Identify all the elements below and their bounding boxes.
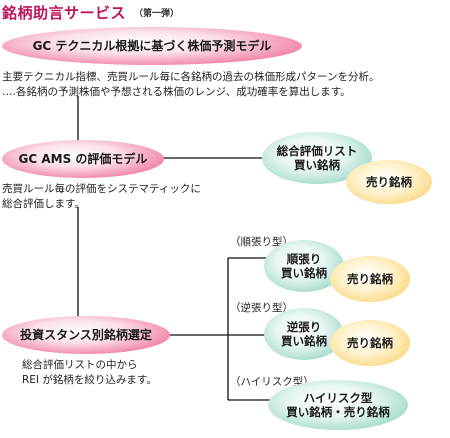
description-line: 総合評価します。 bbox=[2, 198, 85, 211]
node-ams-sell: 売り銘柄 bbox=[346, 160, 432, 204]
node-stance-selection-description: 総合評価リストの中から REI が銘柄を絞り込みます。 bbox=[22, 358, 157, 388]
contrarian-sell-label: 売り銘柄 bbox=[347, 335, 393, 350]
description-line: ‥‥各銘柄の予測株価や予想される株価のレンジ、成功確率を算出します。 bbox=[2, 86, 351, 99]
evaluation-list-buy-label: 買い銘柄 bbox=[294, 158, 340, 172]
page-subtitle: （第一弾） bbox=[134, 9, 180, 19]
description-line: 総合評価リストの中から bbox=[22, 359, 138, 371]
node-stance-selection: 投資スタンス別銘柄選定 bbox=[2, 316, 170, 354]
node-technical-model-description: 主要テクニカル指標、売買ルール毎に各銘柄の過去の株価形成パターンを分析。 ‥‥各… bbox=[2, 70, 379, 100]
branch-caption-trend: （順張り型） bbox=[230, 236, 293, 248]
node-stance-selection-label: 投資スタンス別銘柄選定 bbox=[20, 327, 152, 342]
high-risk-label-line2: 買い銘柄・売り銘柄 bbox=[286, 405, 390, 419]
node-evaluation-list: 総合評価リスト 買い銘柄 bbox=[262, 132, 372, 184]
node-ams-model-label: GC AMS の評価モデル bbox=[18, 151, 148, 166]
node-high-risk: ハイリスク型 買い銘柄・売り銘柄 bbox=[268, 380, 408, 430]
node-technical-model: GC テクニカル根拠に基づく株価予測モデル bbox=[2, 27, 302, 65]
evaluation-list-label: 総合評価リスト bbox=[276, 143, 358, 158]
node-ams-model-description: 売買ルール毎の評価をシステマティックに 総合評価します。 bbox=[2, 182, 201, 212]
trend-buy-label-line2: 買い銘柄 bbox=[281, 266, 327, 280]
branch-caption-contrarian: （逆張り型） bbox=[230, 302, 293, 314]
high-risk-label-line1: ハイリスク型 bbox=[303, 390, 373, 405]
node-trend-sell: 売り銘柄 bbox=[330, 256, 410, 302]
node-contrarian-buy: 逆張り 買い銘柄 bbox=[264, 308, 344, 360]
description-line: REI が銘柄を絞り込みます。 bbox=[22, 374, 157, 387]
node-ams-model: GC AMS の評価モデル bbox=[2, 140, 164, 178]
contrarian-buy-label-line2: 買い銘柄 bbox=[281, 334, 327, 348]
ams-sell-label: 売り銘柄 bbox=[366, 174, 412, 189]
node-technical-model-label: GC テクニカル根拠に基づく株価予測モデル bbox=[32, 38, 272, 53]
description-line: 主要テクニカル指標、売買ルール毎に各銘柄の過去の株価形成パターンを分析。 bbox=[2, 71, 380, 83]
trend-sell-label: 売り銘柄 bbox=[347, 271, 393, 286]
contrarian-buy-label-line1: 逆張り bbox=[286, 319, 322, 334]
description-line: 売買ルール毎の評価をシステマティックに bbox=[2, 183, 201, 195]
trend-buy-label-line1: 順張り bbox=[286, 251, 322, 266]
node-contrarian-sell: 売り銘柄 bbox=[330, 320, 410, 366]
page-title: 銘柄助言サービス bbox=[2, 4, 127, 22]
